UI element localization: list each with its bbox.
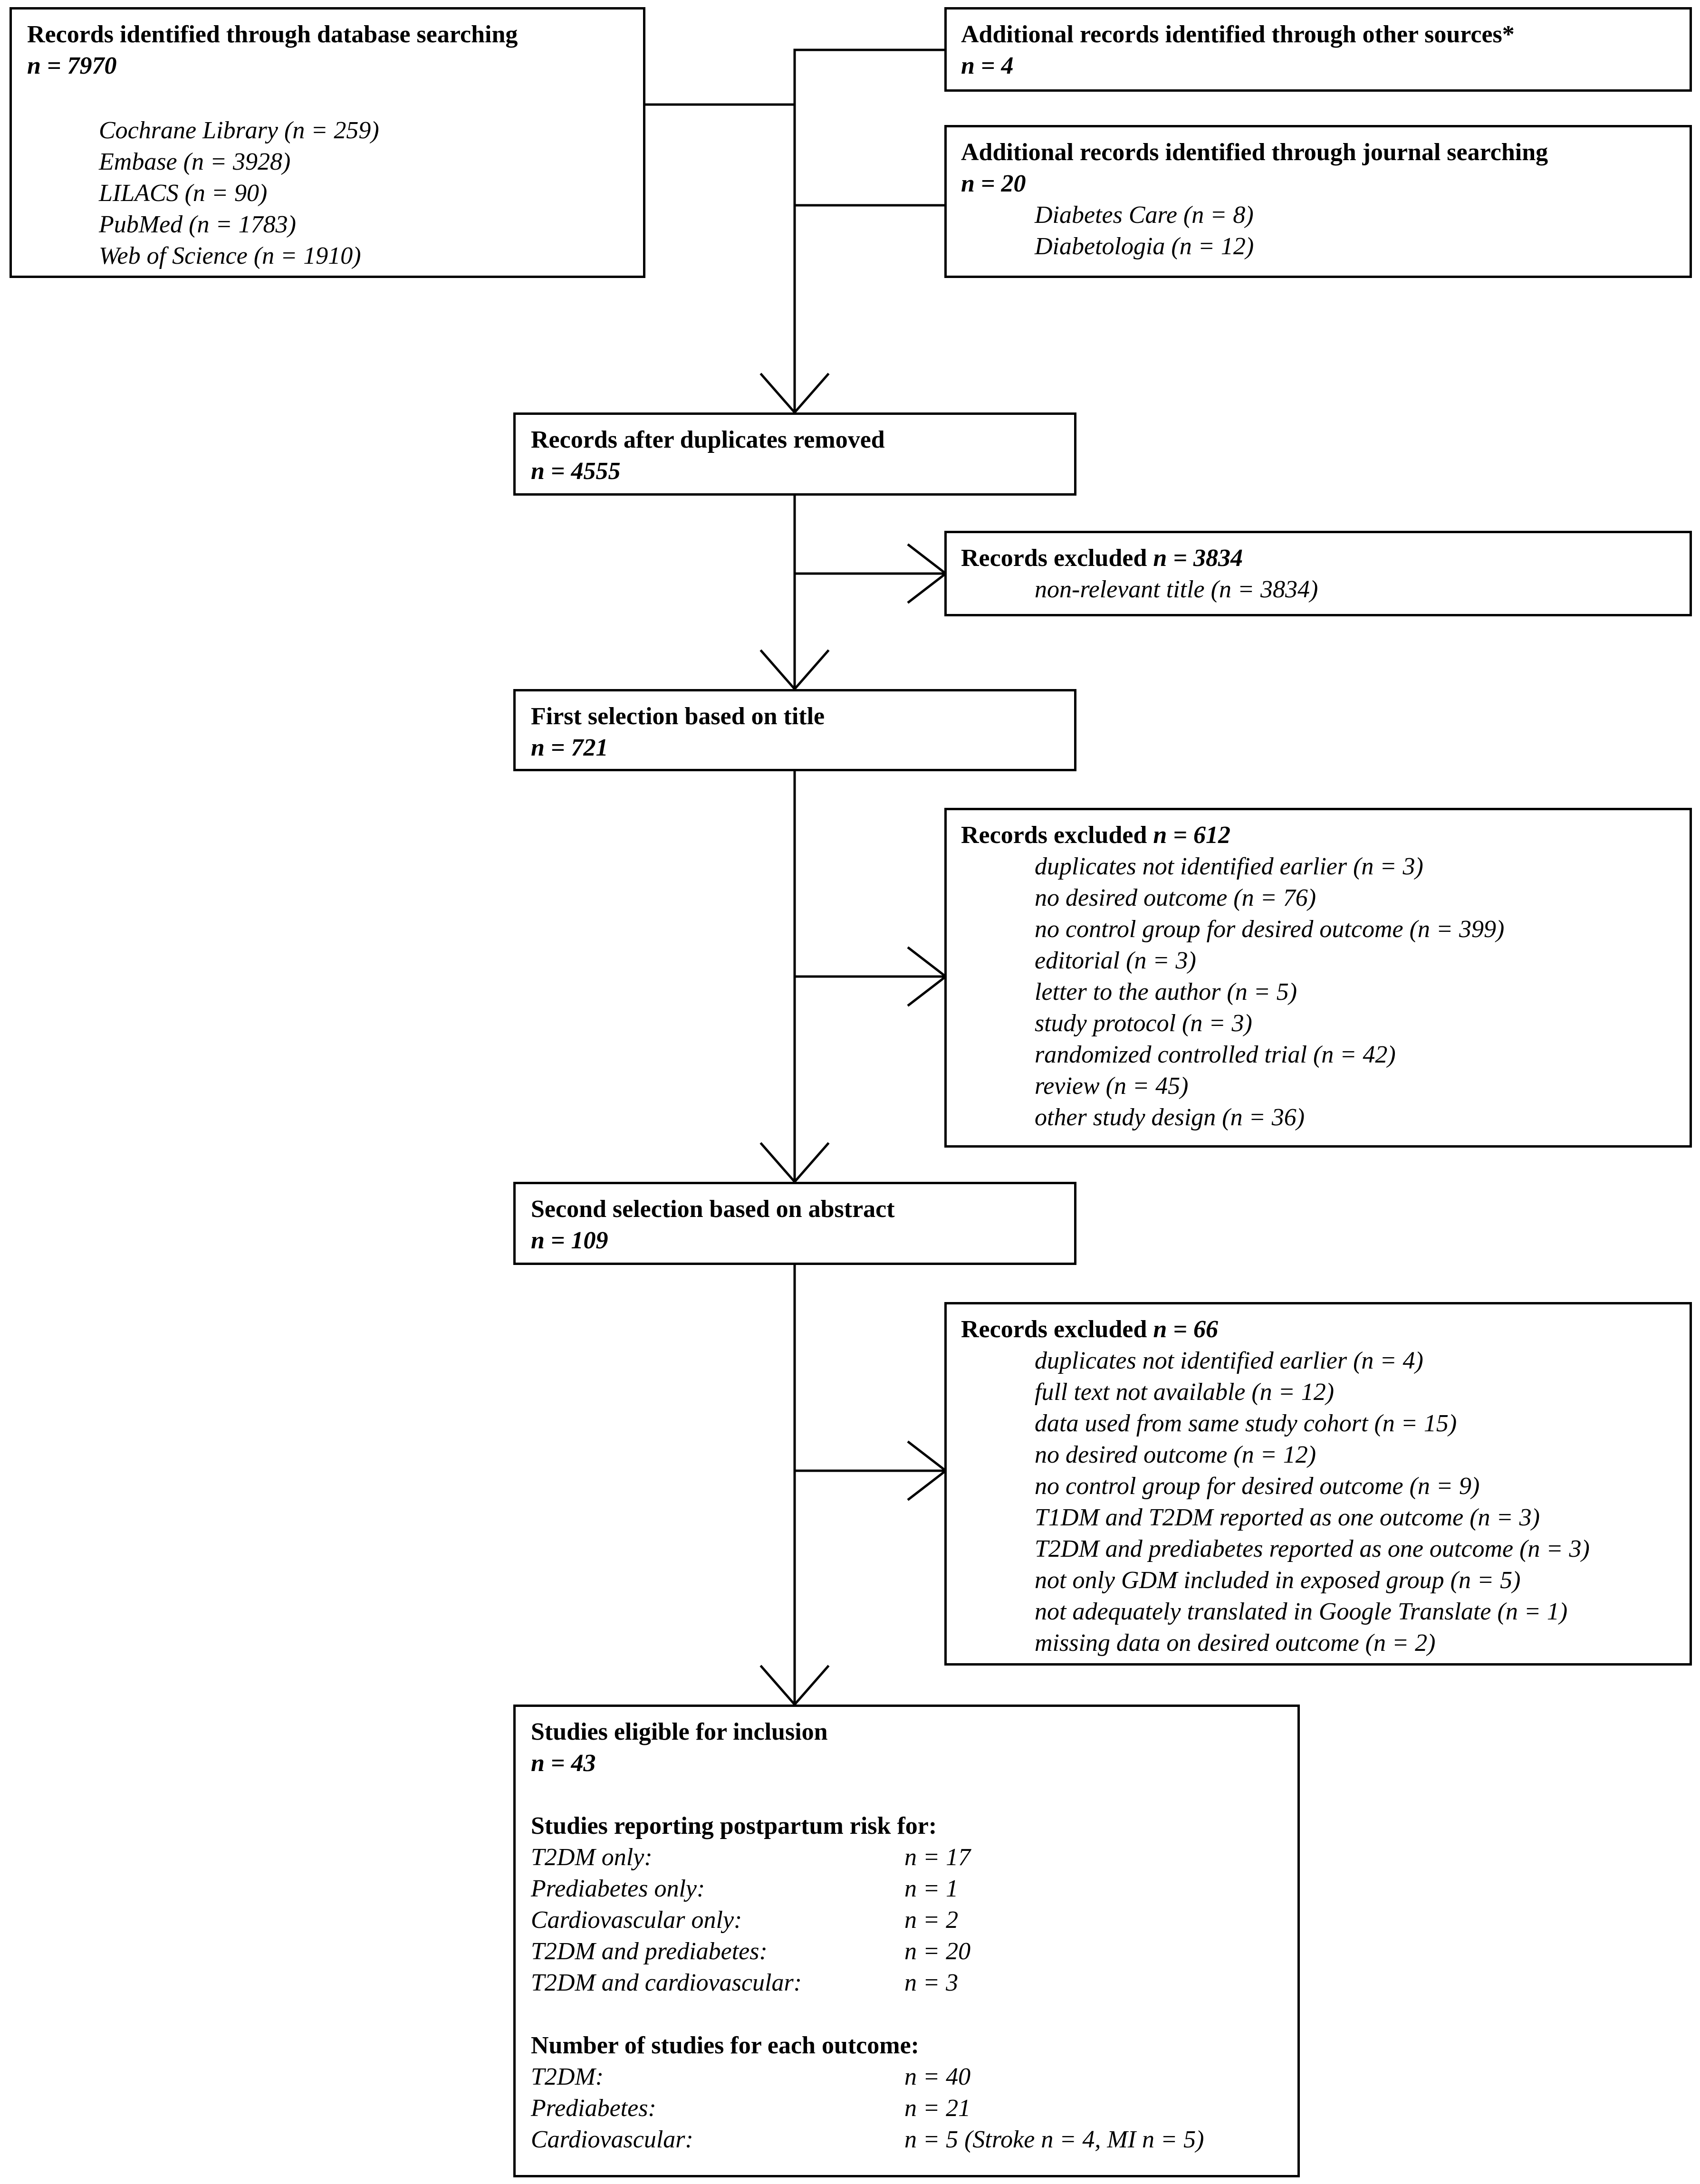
excluded-3-item: missing data on desired outcome (n = 2) <box>1035 1629 1436 1657</box>
second-selection-title: Second selection based on abstract <box>531 1196 895 1223</box>
excluded-fulltext-box: Records excluded n = 66 duplicates not i… <box>944 1302 1692 1666</box>
after-duplicates-title: Records after duplicates removed <box>531 426 885 453</box>
excluded-2-item: randomized controlled trial (n = 42) <box>1035 1041 1396 1068</box>
outcome-value: n = 21 <box>904 2095 971 2122</box>
excluded-2-item: letter to the author (n = 5) <box>1035 978 1297 1006</box>
excluded-3-item: not adequately translated in Google Tran… <box>1035 1598 1568 1625</box>
excluded-3-title: Records excluded <box>961 1316 1153 1343</box>
excluded-3-item: duplicates not identified earlier (n = 4… <box>1035 1347 1423 1374</box>
excluded-2-item: editorial (n = 3) <box>1035 947 1196 974</box>
outcome-value: n = 5 (Stroke n = 4, MI n = 5) <box>904 2126 1204 2153</box>
reporting-value: n = 20 <box>904 1938 971 1965</box>
other-sources-box: Additional records identified through ot… <box>944 7 1692 92</box>
reporting-value: n = 1 <box>904 1875 959 1902</box>
outcome-label: T2DM: <box>531 2063 604 2090</box>
excluded-2-title: Records excluded <box>961 822 1153 849</box>
second-selection-box: Second selection based on abstract n = 1… <box>513 1182 1076 1265</box>
excluded-2-n: n = 612 <box>1153 822 1230 849</box>
excluded-3-item: T1DM and T2DM reported as one outcome (n… <box>1035 1504 1540 1531</box>
db-source-pubmed: PubMed (n = 1783) <box>99 211 296 238</box>
excluded-3-item: data used from same study cohort (n = 15… <box>1035 1410 1457 1437</box>
excluded-2-item: review (n = 45) <box>1035 1073 1189 1100</box>
reporting-heading: Studies reporting postpartum risk for: <box>531 1812 937 1839</box>
excluded-3-n: n = 66 <box>1153 1316 1218 1343</box>
excluded-1-heading: Records excluded n = 3834 <box>961 543 1243 574</box>
excluded-2-item: duplicates not identified earlier (n = 3… <box>1035 853 1423 880</box>
journal-search-n: n = 20 <box>961 170 1026 197</box>
reporting-value: n = 3 <box>904 1969 959 1996</box>
excluded-3-item: full text not available (n = 12) <box>1035 1379 1335 1406</box>
db-search-box: Records identified through database sear… <box>10 7 645 278</box>
reporting-label: Cardiovascular only: <box>531 1906 742 1934</box>
eligible-n: n = 43 <box>531 1750 596 1777</box>
db-source-lilacs: LILACS (n = 90) <box>99 180 268 207</box>
outcome-value: n = 40 <box>904 2063 971 2090</box>
excluded-2-item: no control group for desired outcome (n … <box>1035 916 1505 943</box>
excluded-3-item: no control group for desired outcome (n … <box>1035 1473 1480 1500</box>
excluded-1-item: non-relevant title (n = 3834) <box>1035 576 1318 603</box>
reporting-value: n = 17 <box>904 1844 971 1871</box>
first-selection-n: n = 721 <box>531 734 608 761</box>
excluded-1-title: Records excluded <box>961 545 1153 572</box>
after-duplicates-box: Records after duplicates removed n = 455… <box>513 412 1076 496</box>
other-sources-n: n = 4 <box>961 52 1014 79</box>
journal-item-diabetes-care: Diabetes Care (n = 8) <box>1035 201 1254 229</box>
db-search-title: Records identified through database sear… <box>27 21 518 48</box>
excluded-3-heading: Records excluded n = 66 <box>961 1314 1218 1345</box>
first-selection-title: First selection based on title <box>531 703 825 730</box>
eligible-box: Studies eligible for inclusion n = 43 St… <box>513 1705 1300 2177</box>
reporting-value: n = 2 <box>904 1906 959 1934</box>
journal-search-title: Additional records identified through jo… <box>961 139 1548 166</box>
reporting-label: T2DM and cardiovascular: <box>531 1969 802 1996</box>
excluded-3-item: T2DM and prediabetes reported as one out… <box>1035 1535 1590 1562</box>
outcome-heading: Number of studies for each outcome: <box>531 2032 919 2059</box>
outcome-label: Prediabetes: <box>531 2095 656 2122</box>
excluded-abstract-box: Records excluded n = 612 duplicates not … <box>944 808 1692 1148</box>
eligible-title: Studies eligible for inclusion <box>531 1718 828 1745</box>
after-duplicates-n: n = 4555 <box>531 458 621 485</box>
outcome-label: Cardiovascular: <box>531 2126 693 2153</box>
reporting-label: T2DM and prediabetes: <box>531 1938 768 1965</box>
first-selection-box: First selection based on title n = 721 <box>513 689 1076 771</box>
excluded-2-heading: Records excluded n = 612 <box>961 820 1230 851</box>
excluded-2-item: other study design (n = 36) <box>1035 1104 1305 1131</box>
reporting-label: Prediabetes only: <box>531 1875 705 1902</box>
other-sources-title: Additional records identified through ot… <box>961 21 1515 48</box>
journal-search-box: Additional records identified through jo… <box>944 125 1692 278</box>
journal-item-diabetologia: Diabetologia (n = 12) <box>1035 233 1254 260</box>
db-source-cochrane: Cochrane Library (n = 259) <box>99 117 379 144</box>
excluded-2-item: no desired outcome (n = 76) <box>1035 884 1316 911</box>
excluded-3-item: not only GDM included in exposed group (… <box>1035 1567 1521 1594</box>
second-selection-n: n = 109 <box>531 1227 608 1254</box>
excluded-title-box: Records excluded n = 3834 non-relevant t… <box>944 531 1692 616</box>
excluded-1-n: n = 3834 <box>1153 545 1243 572</box>
excluded-2-item: study protocol (n = 3) <box>1035 1010 1252 1037</box>
db-source-wos: Web of Science (n = 1910) <box>99 242 361 269</box>
reporting-label: T2DM only: <box>531 1844 653 1871</box>
db-search-n: n = 7970 <box>27 52 117 79</box>
excluded-3-item: no desired outcome (n = 12) <box>1035 1441 1316 1468</box>
db-source-embase: Embase (n = 3928) <box>99 148 291 175</box>
